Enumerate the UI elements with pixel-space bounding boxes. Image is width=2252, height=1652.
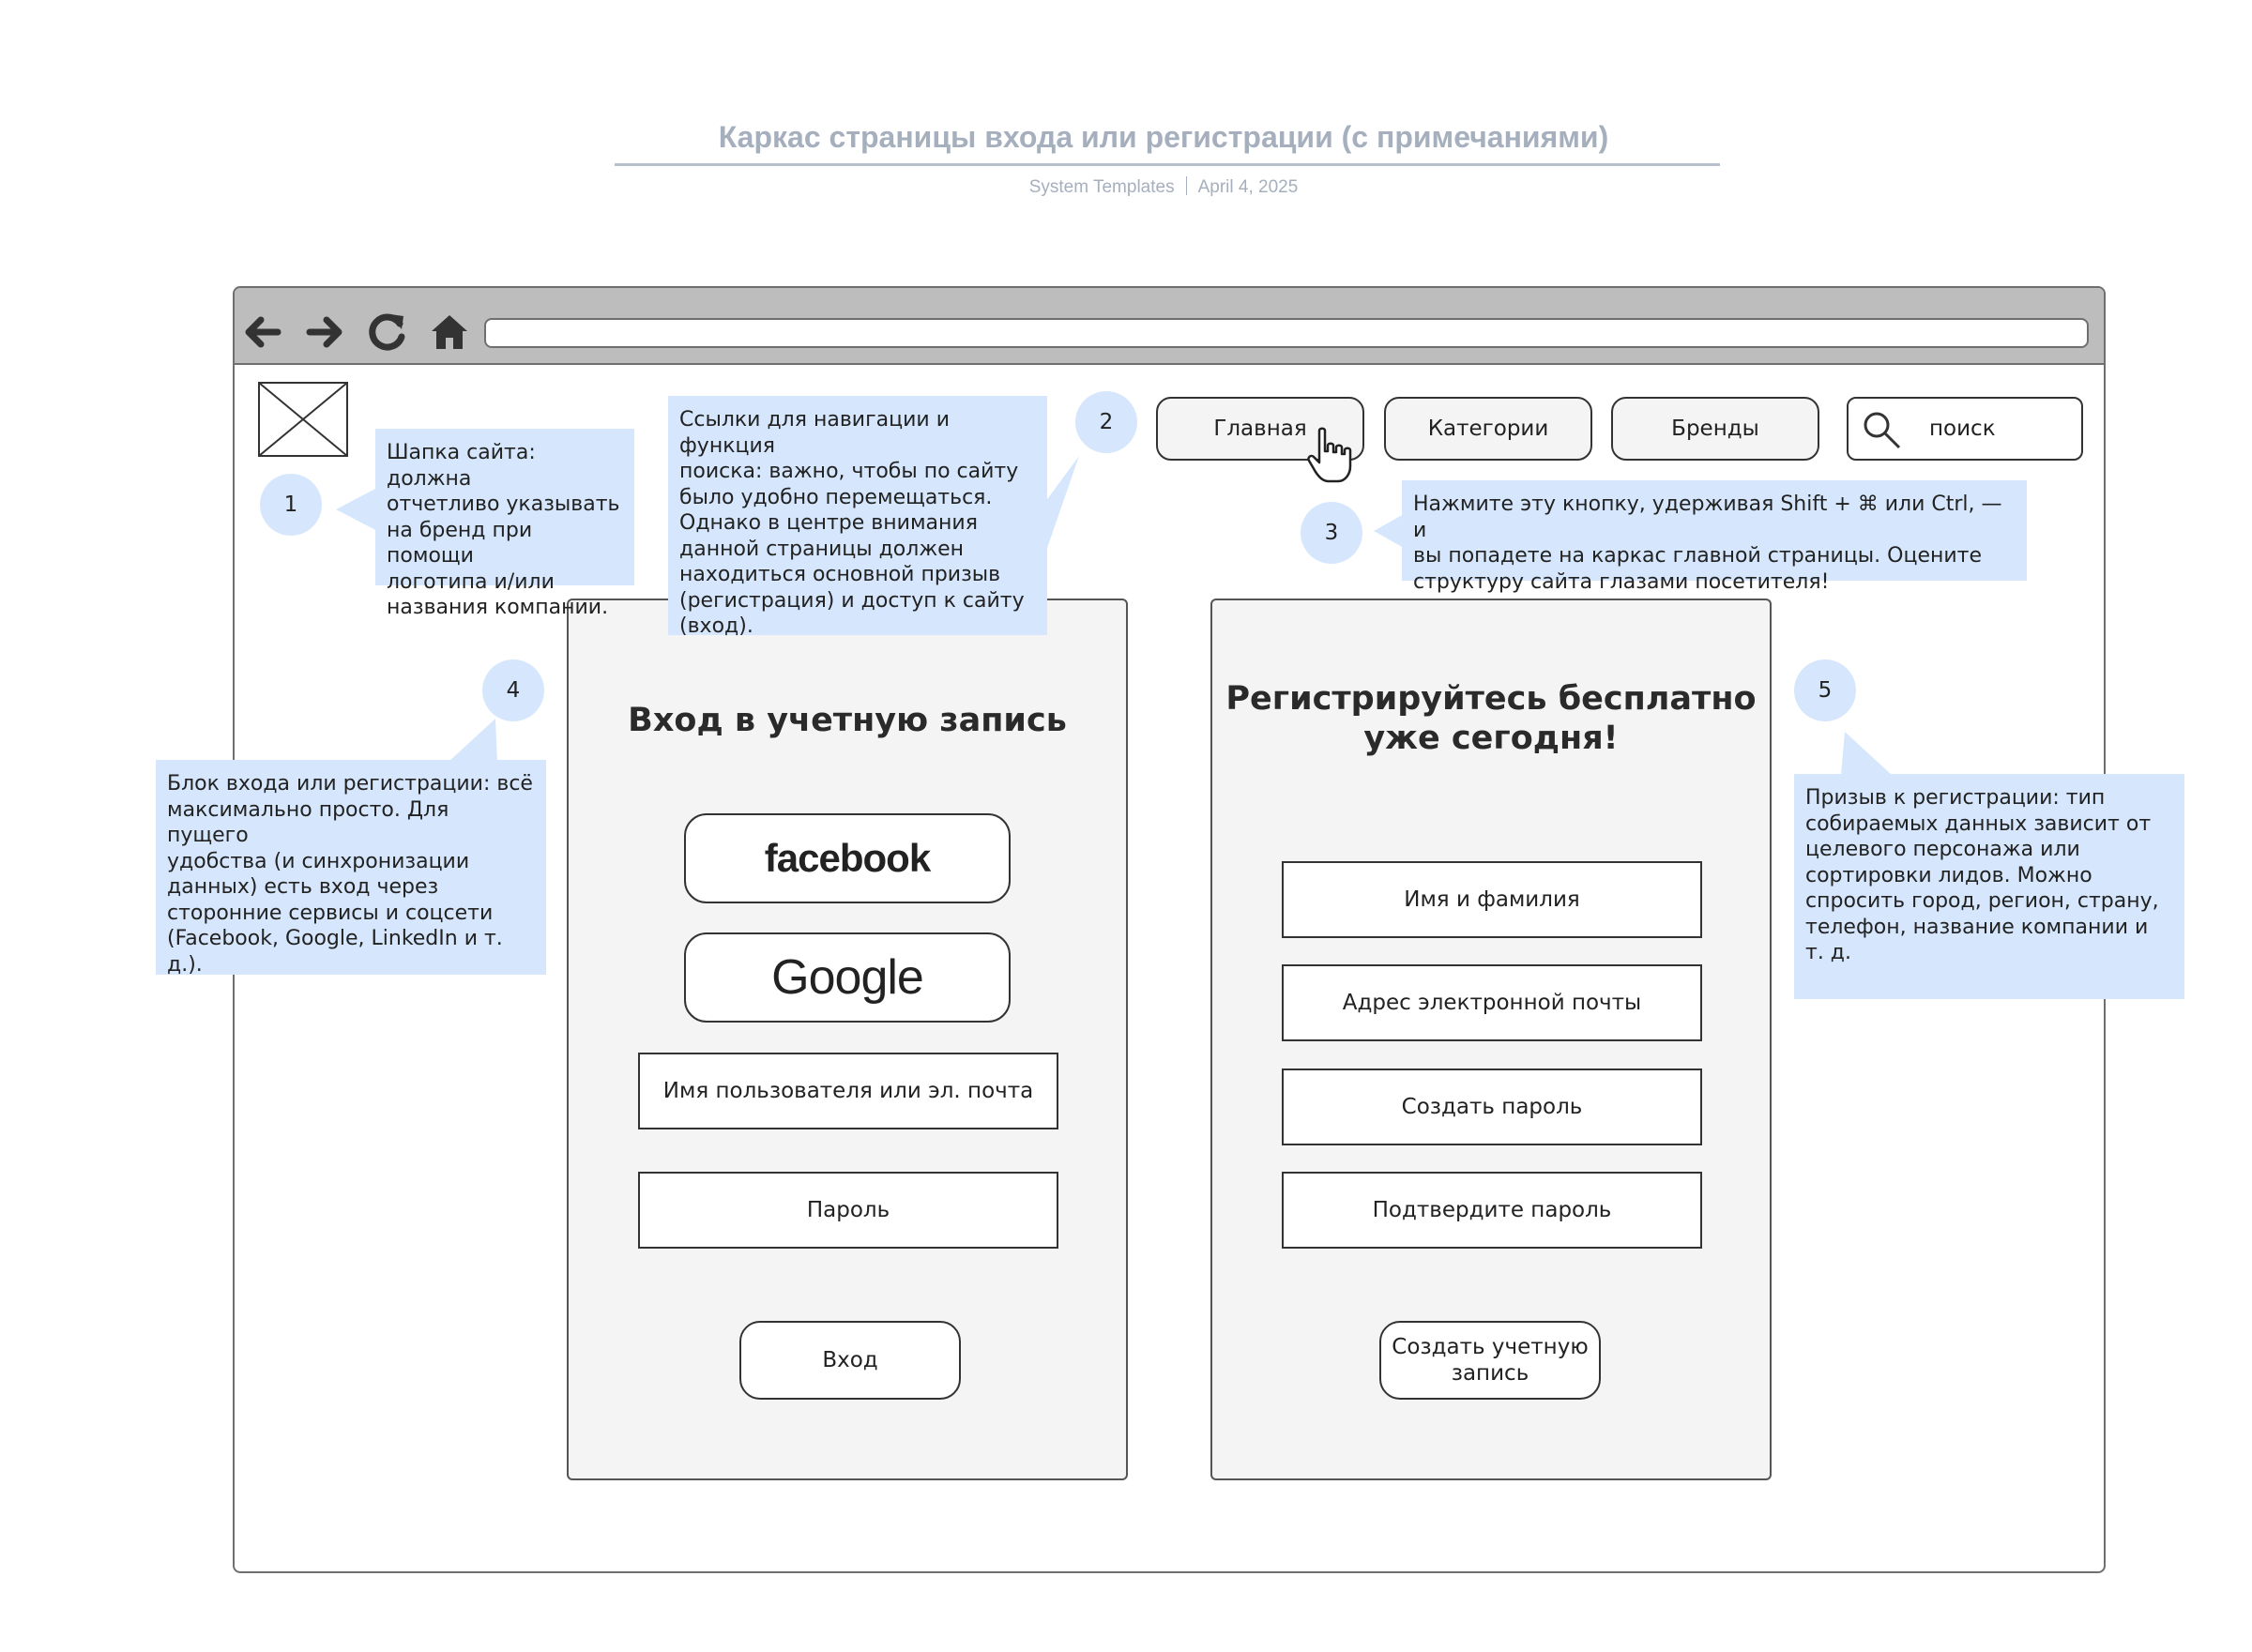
hand-pointer-icon (1307, 427, 1352, 483)
note-5: Призыв к регистрации: тип собираемых дан… (1794, 774, 2184, 999)
login-title: Вход в учетную запись (628, 702, 1067, 739)
note-3-marker: 3 (1301, 502, 1362, 564)
note-5-marker: 5 (1794, 659, 1856, 721)
search-input[interactable]: поиск (1847, 397, 2083, 461)
confirm-password-field[interactable]: Подтвердите пароль (1282, 1172, 1702, 1249)
date-label: April 4, 2025 (1197, 177, 1299, 197)
full-name-field[interactable]: Имя и фамилия (1282, 861, 1702, 938)
password-field[interactable]: Пароль (638, 1172, 1058, 1249)
search-icon (1864, 412, 1901, 449)
page-title: Каркас страницы входа или регистрации (с… (718, 120, 1609, 154)
google-logo: Google (771, 950, 924, 1005)
note-1-marker: 1 (260, 474, 322, 536)
signup-title-line2: уже сегодня! (1363, 720, 1619, 757)
note-2: Ссылки для навигации и функция поиска: в… (668, 396, 1047, 638)
facebook-logo: facebook (764, 836, 931, 880)
note-3: Нажмите эту кнопку, удерживая Shift + ⌘ … (1402, 480, 2027, 594)
username-field[interactable]: Имя пользователя или эл. почта (638, 1053, 1058, 1129)
logo-placeholder (258, 382, 348, 457)
nav-categories-button[interactable]: Категории (1384, 397, 1592, 461)
reload-icon[interactable] (366, 311, 409, 354)
nav-brands-button[interactable]: Бренды (1611, 397, 1819, 461)
title-underline (615, 163, 1720, 166)
browser-toolbar (235, 288, 2104, 365)
home-icon[interactable] (428, 311, 471, 354)
google-login-button[interactable]: Google (684, 932, 1011, 1023)
arrow-left-icon[interactable] (240, 311, 283, 354)
login-panel: Вход в учетную запись facebook Google Им… (567, 599, 1128, 1480)
note-1: Шапка сайта: должна отчетливо указывать … (375, 429, 634, 619)
nav-home-button[interactable]: Главная (1156, 397, 1364, 461)
meta-divider (1185, 176, 1187, 195)
source-label: System Templates (1028, 177, 1175, 197)
create-password-field[interactable]: Создать пароль (1282, 1068, 1702, 1145)
address-bar[interactable] (484, 318, 2089, 348)
arrow-right-icon[interactable] (304, 311, 347, 354)
signup-title: Регистрируйтесь бесплатно уже сегодня! (1212, 679, 1770, 758)
note-4-marker: 4 (482, 659, 544, 721)
login-button[interactable]: Вход (739, 1321, 961, 1400)
signup-panel: Регистрируйтесь бесплатно уже сегодня! И… (1210, 599, 1772, 1480)
signup-title-line1: Регистрируйтесь бесплатно (1225, 680, 1757, 718)
search-placeholder: поиск (1929, 417, 1996, 441)
facebook-login-button[interactable]: facebook (684, 813, 1011, 903)
note-4: Блок входа или регистрации: всё максимал… (156, 760, 546, 977)
email-field[interactable]: Адрес электронной почты (1282, 964, 1702, 1041)
document-meta: System Templates April 4, 2025 (610, 176, 1717, 198)
note-2-marker: 2 (1075, 391, 1137, 453)
create-account-button[interactable]: Создать учетную запись (1379, 1321, 1601, 1400)
